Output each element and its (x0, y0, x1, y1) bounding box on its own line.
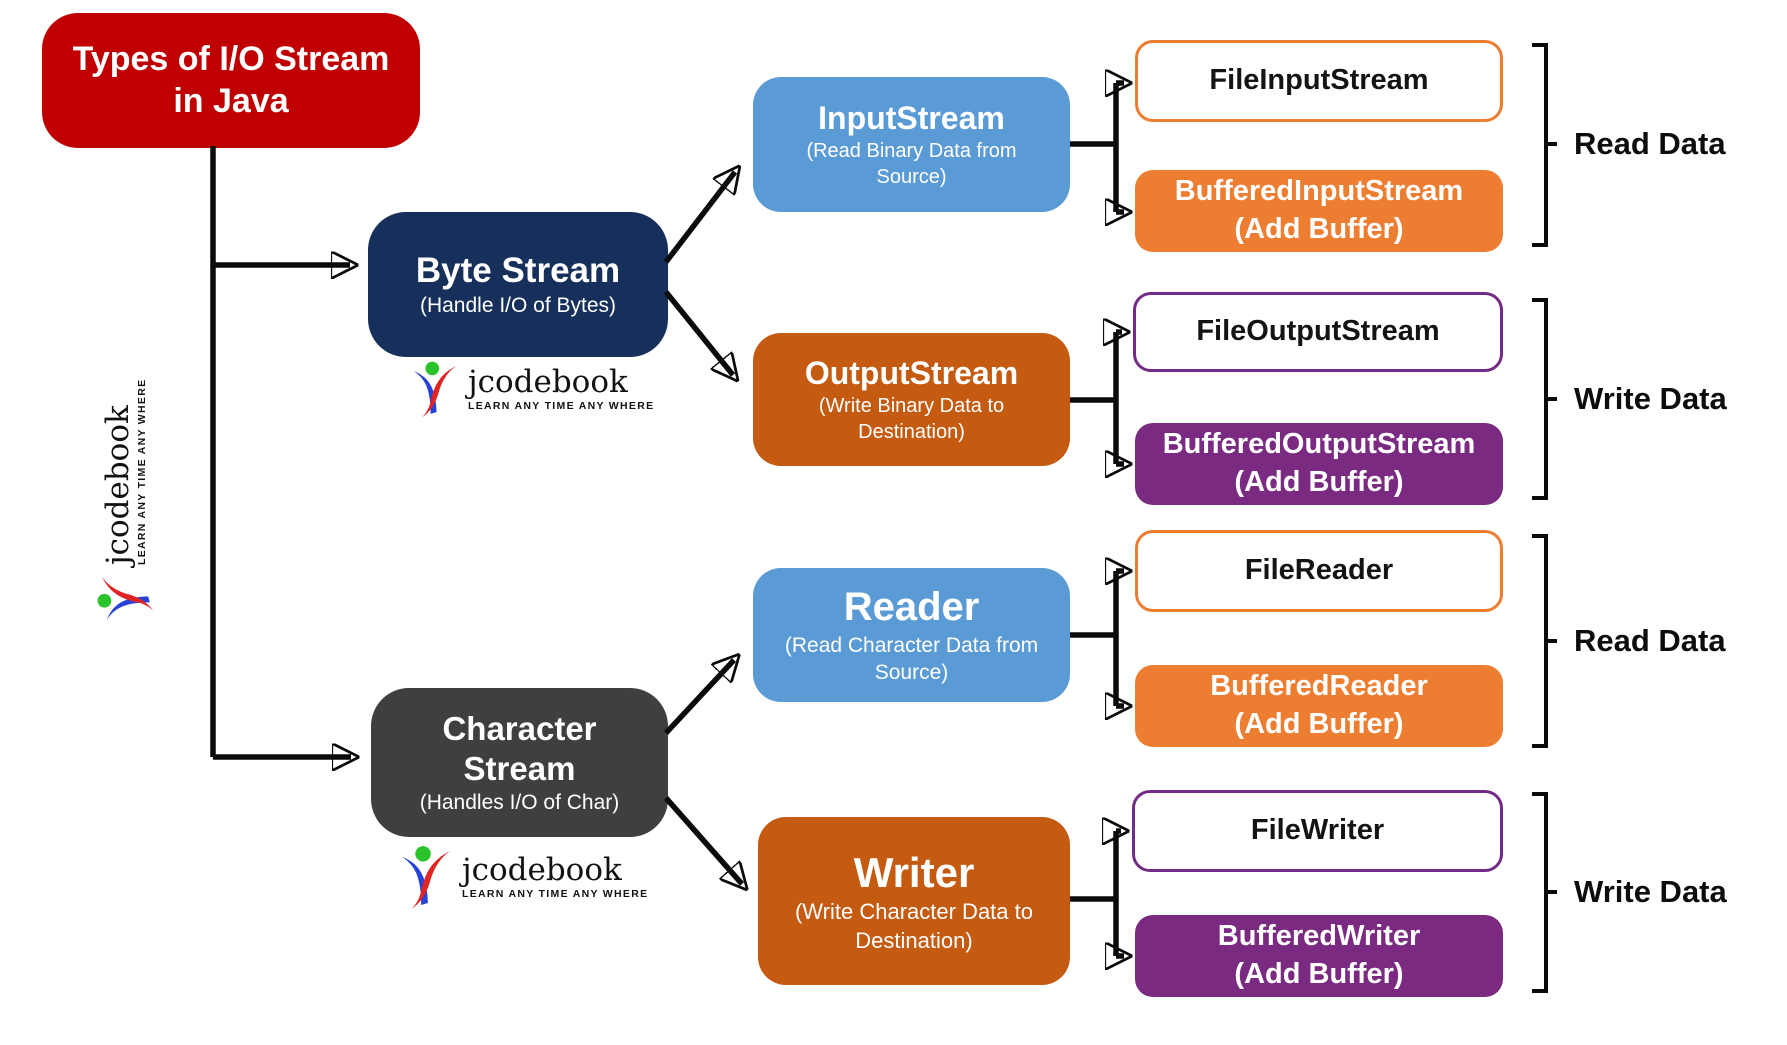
character-stream-subtitle: (Handles I/O of Char) (419, 791, 620, 815)
write-data-label-top: Write Data (1574, 381, 1727, 416)
jcodebook-name: jcodebook (99, 405, 136, 565)
buffered-reader-box: BufferedReader (Add Buffer) (1135, 665, 1503, 747)
file-output-stream-label: FileOutputStream (1196, 315, 1440, 348)
bracket-write-data-bottom (1532, 792, 1557, 993)
jcodebook-wordmark: jcodebook LEARN ANY TIME ANY WHERE (99, 378, 149, 565)
file-writer-label: FileWriter (1250, 814, 1385, 847)
reader-title: Reader (843, 585, 980, 630)
title-box: Types of I/O Stream in Java (42, 13, 420, 148)
connector-input-elbow (1070, 83, 1119, 212)
jcodebook-logo-byte: jcodebook LEARN ANY TIME ANY WHERE (410, 360, 654, 418)
file-input-stream-label: FileInputStream (1209, 64, 1429, 97)
buffered-input-stream-note: (Add Buffer) (1234, 213, 1404, 245)
buffered-input-stream-box: BufferedInputStream (Add Buffer) (1135, 170, 1503, 252)
jcodebook-wordmark: jcodebook LEARN ANY TIME ANY WHERE (462, 854, 648, 901)
buffered-reader-note: (Add Buffer) (1234, 708, 1404, 740)
character-stream-box: Character Stream (Handles I/O of Char) (371, 688, 668, 837)
file-reader-box: FileReader (1135, 530, 1503, 612)
arrow-to-writer (663, 796, 742, 884)
buffered-writer-box: BufferedWriter (Add Buffer) (1135, 915, 1503, 997)
bracket-read-data-top (1532, 43, 1557, 247)
title-line-2: in Java (173, 81, 289, 120)
bracket-write-data-top (1532, 298, 1557, 500)
jcodebook-person-icon (413, 361, 457, 418)
input-stream-title: InputStream (818, 99, 1005, 136)
write-data-label-bottom: Write Data (1574, 874, 1727, 909)
buffered-input-stream-label: BufferedInputStream (1174, 175, 1464, 208)
connector-writer-elbow (1070, 831, 1119, 956)
jcodebook-person-icon (97, 576, 154, 620)
input-stream-subtitle: (Read Binary Data from Source) (806, 140, 1017, 189)
buffered-writer-label: BufferedWriter (1217, 920, 1421, 953)
jcodebook-logo-vertical: jcodebook LEARN ANY TIME ANY WHERE (90, 379, 160, 623)
file-output-stream-box: FileOutputStream (1133, 292, 1503, 372)
writer-subtitle: (Write Character Data to Destination) (794, 899, 1033, 953)
byte-stream-subtitle: (Handle I/O of Bytes) (419, 294, 617, 318)
connector-output-elbow (1070, 332, 1119, 464)
read-data-label-top: Read Data (1574, 126, 1726, 161)
buffered-output-stream-label: BufferedOutputStream (1162, 428, 1476, 461)
byte-stream-box: Byte Stream (Handle I/O of Bytes) (368, 212, 668, 357)
file-writer-box: FileWriter (1132, 790, 1503, 872)
reader-subtitle: (Read Character Data from Source) (784, 634, 1039, 685)
arrow-to-output-stream (663, 290, 733, 375)
title-line-1: Types of I/O Stream (72, 40, 390, 79)
jcodebook-name: jcodebook (468, 363, 628, 400)
arrow-to-reader (663, 660, 734, 735)
connector-reader-elbow (1070, 571, 1119, 706)
output-stream-title: OutputStream (804, 354, 1019, 391)
input-stream-box: InputStream (Read Binary Data from Sourc… (753, 77, 1070, 212)
jcodebook-wordmark: jcodebook LEARN ANY TIME ANY WHERE (468, 366, 654, 413)
arrow-to-input-stream (663, 172, 735, 264)
buffered-writer-note: (Add Buffer) (1234, 958, 1404, 990)
reader-box: Reader (Read Character Data from Source) (753, 568, 1070, 702)
jcodebook-tagline: LEARN ANY TIME ANY WHERE (462, 888, 649, 901)
buffered-reader-label: BufferedReader (1210, 670, 1428, 703)
output-stream-subtitle: (Write Binary Data to Destination) (818, 395, 1005, 444)
file-reader-label: FileReader (1244, 554, 1394, 587)
jcodebook-tagline: LEARN ANY TIME ANY WHERE (468, 400, 655, 413)
character-stream-title: Character Stream (442, 709, 597, 787)
buffered-output-stream-box: BufferedOutputStream (Add Buffer) (1135, 423, 1503, 505)
jcodebook-logo-rotated: jcodebook LEARN ANY TIME ANY WHERE (90, 379, 160, 623)
writer-title: Writer (853, 848, 975, 896)
writer-box: Writer (Write Character Data to Destinat… (758, 817, 1070, 985)
byte-stream-title: Byte Stream (415, 250, 621, 290)
jcodebook-person-icon (401, 846, 451, 909)
buffered-output-stream-note: (Add Buffer) (1234, 466, 1404, 498)
output-stream-box: OutputStream (Write Binary Data to Desti… (753, 333, 1070, 466)
jcodebook-name: jcodebook (462, 851, 622, 888)
jcodebook-tagline: LEARN ANY TIME ANY WHERE (136, 378, 149, 565)
read-data-label-bottom: Read Data (1574, 623, 1726, 658)
jcodebook-logo-char: jcodebook LEARN ANY TIME ANY WHERE (398, 845, 648, 909)
bracket-read-data-bottom (1532, 534, 1557, 748)
file-input-stream-box: FileInputStream (1135, 40, 1503, 122)
